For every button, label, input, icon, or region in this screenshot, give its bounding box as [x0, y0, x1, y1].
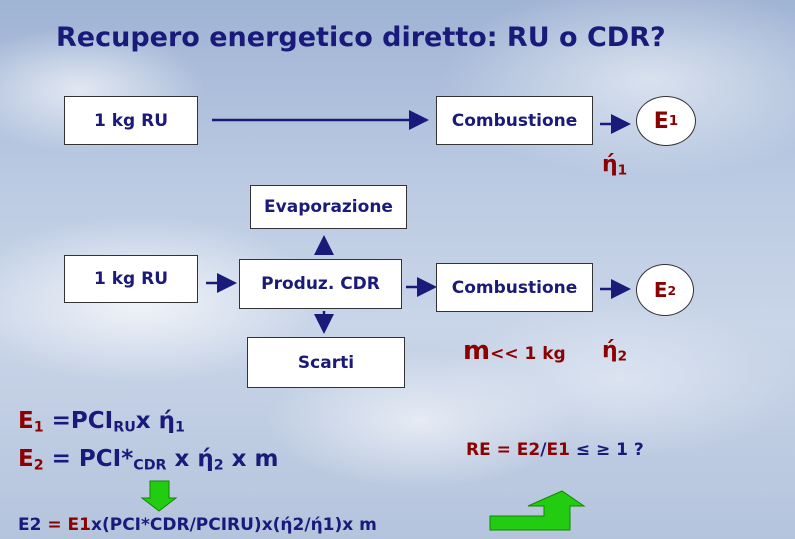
eta1-label: ή1	[602, 152, 627, 178]
formula-e1-eta: x ή	[135, 408, 175, 434]
box-row2-combustion: Combustione	[436, 263, 593, 312]
eta2-symbol: ή	[602, 338, 618, 363]
re-prefix: RE =	[466, 440, 517, 460]
eta2-sub: 2	[617, 348, 628, 365]
eta1-sub: 1	[617, 162, 628, 179]
mass-rest: << 1 kg	[490, 344, 566, 364]
box-row2-input: 1 kg RU	[64, 255, 198, 303]
box-row1-input: 1 kg RU	[64, 96, 198, 145]
formula-e2-eta: x ή	[166, 446, 214, 472]
formula-e1: E1 =PCIRUx ή1	[18, 408, 185, 436]
box-scarti: Scarti	[247, 337, 405, 388]
box-produz-cdr: Produz. CDR	[239, 259, 402, 309]
box-evaporation: Evaporazione	[250, 185, 407, 229]
bottom-equation: E2 = E1x(PCI*CDR/PCIRU)x(ή2/ή1)x m	[18, 515, 377, 535]
re-e1: E1	[546, 440, 570, 460]
formula-e1-pci: =PCI	[43, 408, 114, 434]
re-e2: E2	[516, 440, 541, 460]
re-slash: /	[540, 440, 547, 460]
green-down-arrow	[140, 480, 178, 512]
mass-m: m	[463, 336, 491, 366]
bottom-eq-e1: E1	[67, 515, 91, 535]
eta2-label: ή2	[602, 338, 627, 364]
formula-e2-pci-sub: CDR	[133, 457, 167, 474]
energy-e1-label: E	[653, 108, 669, 134]
re-rest: 1 ?	[610, 440, 644, 460]
formula-e2-sub: 2	[33, 457, 44, 474]
slide-title: Recupero energetico diretto: RU o CDR?	[56, 22, 666, 53]
formula-e2: E2 = PCI*CDR x ή2 x m	[18, 446, 279, 474]
box-row1-combustion: Combustione	[436, 96, 593, 145]
eta1-symbol: ή	[602, 152, 618, 177]
formula-e1-symbol: E	[18, 408, 34, 434]
bottom-eq-equals: =	[41, 515, 68, 535]
formula-e1-eta-sub: 1	[174, 419, 185, 436]
re-ratio: RE = E2/E1 ≤ ≥ 1 ?	[466, 440, 644, 460]
energy-e2-label: E	[653, 278, 668, 302]
energy-e2-sub: 2	[667, 282, 677, 298]
re-inequality: ≤ ≥	[569, 440, 611, 460]
formula-e2-eta-sub: 2	[213, 457, 224, 474]
formula-e2-symbol: E	[18, 446, 34, 472]
green-up-arrow	[489, 490, 586, 531]
formula-e1-sub: 1	[33, 419, 44, 436]
mass-label: m<< 1 kg	[463, 336, 566, 366]
formula-e2-tail: x m	[223, 446, 279, 472]
formula-e1-pci-sub: RU	[113, 419, 136, 436]
formula-e2-pci: = PCI*	[43, 446, 134, 472]
bottom-eq-rest: x(PCI*CDR/PCIRU)x(ή2/ή1)x m	[91, 515, 377, 535]
energy-e1-sub: 1	[668, 113, 679, 129]
bottom-eq-lhs: E2	[18, 515, 42, 535]
